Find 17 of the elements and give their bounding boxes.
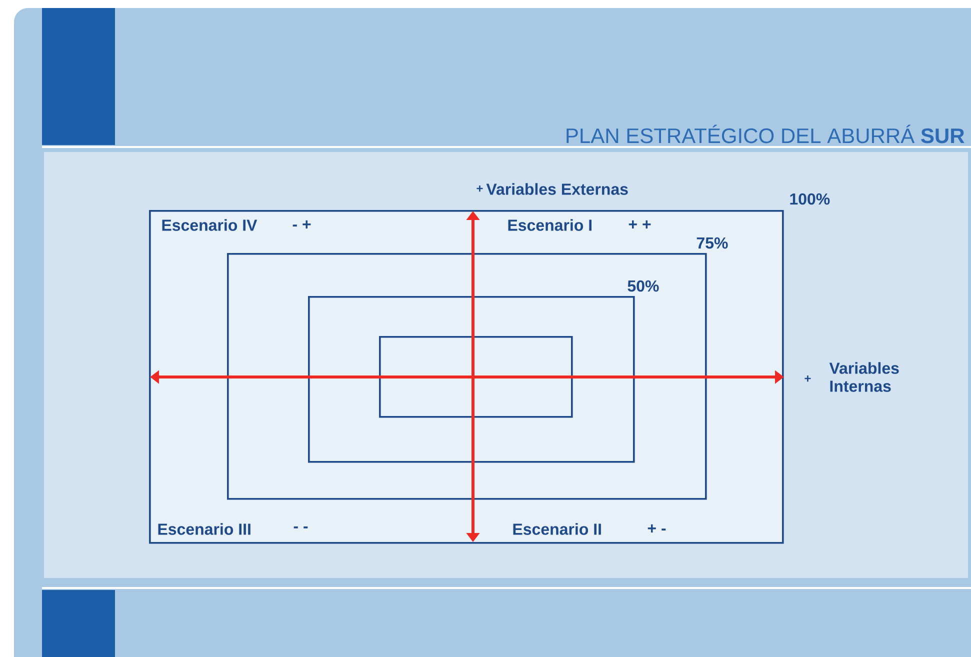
percent-label: 75% xyxy=(696,237,728,249)
percent-label: 50% xyxy=(628,280,659,292)
scenario-label: Escenario I xyxy=(508,219,592,231)
scenario-label: Escenario II xyxy=(513,523,601,535)
scenario-label: Escenario IV xyxy=(162,219,258,231)
sign-label: - + xyxy=(292,220,311,228)
axis-label: Variables Externas xyxy=(486,183,628,195)
percent-label: 100% xyxy=(790,193,830,205)
header-title: PLAN ESTRATÉGICO DEL ABURRÁ SUR xyxy=(566,124,964,144)
sign-label: + + xyxy=(628,220,651,228)
sign-label: + xyxy=(476,185,483,192)
sign-label: - - xyxy=(294,526,308,528)
scenario-box xyxy=(379,336,573,418)
scenario-label: Escenario III xyxy=(158,523,250,535)
sign-label: + - xyxy=(648,524,666,532)
sign-label: + xyxy=(804,375,811,382)
axis-label: Variables Internas xyxy=(829,362,899,392)
